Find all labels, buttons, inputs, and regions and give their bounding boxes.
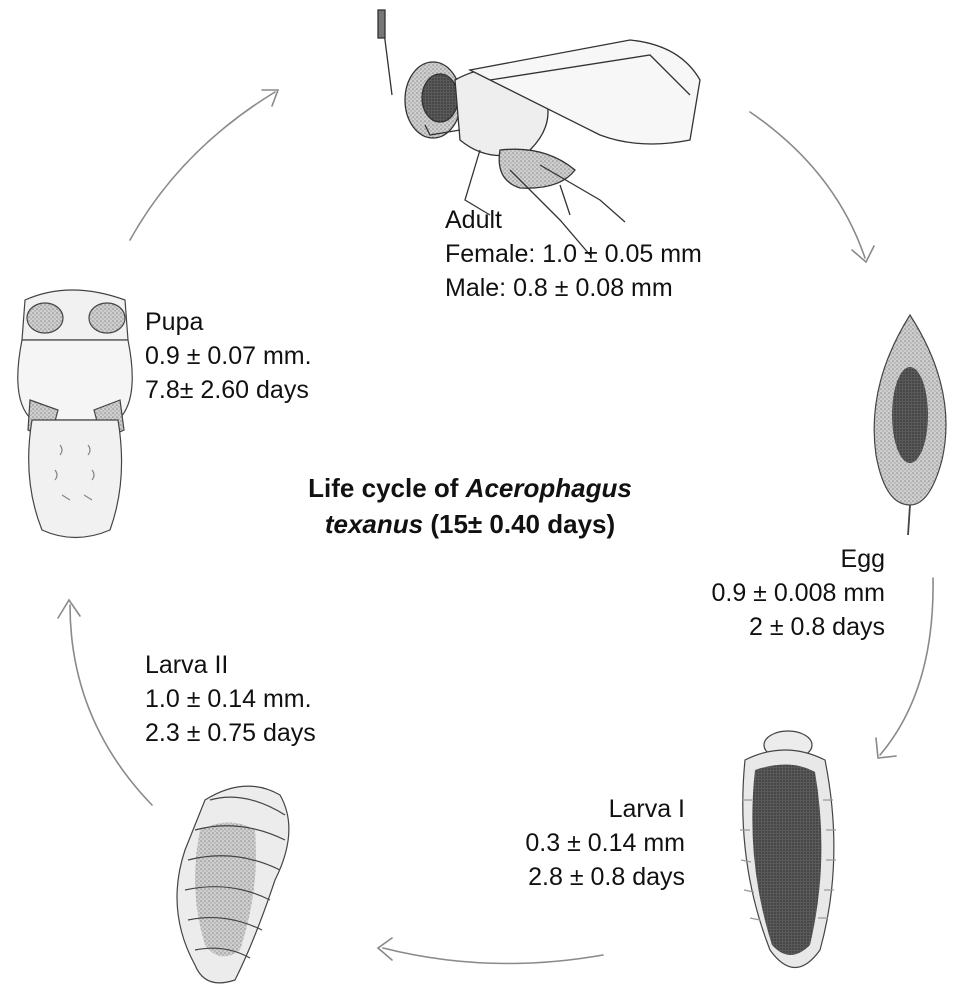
larva2-duration: 2.3 ± 0.75 days bbox=[145, 716, 316, 750]
diagram-title: Life cycle of Acerophagus texanus (15± 0… bbox=[270, 470, 670, 542]
arrow-egg-to-larva1 bbox=[880, 578, 933, 755]
larva1-illustration bbox=[740, 731, 836, 968]
eye bbox=[422, 74, 458, 122]
arrow-pupa-to-adult bbox=[130, 92, 275, 240]
arrowhead-pupa bbox=[58, 600, 80, 618]
arrow-larva1-to-larva2 bbox=[383, 948, 603, 964]
larva2-stage-name: Larva II bbox=[145, 648, 316, 682]
egg-stage-name: Egg bbox=[600, 542, 885, 576]
egg-stalk bbox=[908, 505, 910, 535]
pupa-abdomen bbox=[29, 420, 122, 538]
egg-illustration bbox=[874, 315, 946, 535]
larva2-illustration bbox=[177, 786, 289, 983]
pupa-stage-name: Pupa bbox=[145, 305, 312, 339]
pupa-eye-right bbox=[89, 303, 125, 333]
adult-male-size: Male: 0.8 ± 0.08 mm bbox=[445, 271, 702, 305]
species-epithet: texanus bbox=[325, 509, 423, 539]
pupa-eye-left bbox=[27, 303, 63, 333]
title-line-1: Life cycle of Acerophagus bbox=[270, 470, 670, 506]
arrow-adult-to-egg bbox=[750, 112, 865, 258]
larva1-size: 0.3 ± 0.14 mm bbox=[440, 826, 685, 860]
pupa-label: Pupa 0.9 ± 0.07 mm. 7.8± 2.60 days bbox=[145, 305, 312, 407]
pupa-duration: 7.8± 2.60 days bbox=[145, 373, 312, 407]
larva2-size: 1.0 ± 0.14 mm. bbox=[145, 682, 316, 716]
adult-label: Adult Female: 1.0 ± 0.05 mm Male: 0.8 ± … bbox=[445, 203, 702, 305]
larva1-stage-name: Larva I bbox=[440, 792, 685, 826]
egg-label: Egg 0.9 ± 0.008 mm 2 ± 0.8 days bbox=[600, 542, 885, 644]
species-genus: Acerophagus bbox=[466, 473, 632, 503]
larva1-duration: 2.8 ± 0.8 days bbox=[440, 860, 685, 894]
egg-size: 0.9 ± 0.008 mm bbox=[600, 576, 885, 610]
arrow-larva2-to-pupa bbox=[70, 605, 152, 805]
title-line-2: texanus (15± 0.40 days) bbox=[270, 506, 670, 542]
abdomen bbox=[499, 149, 575, 188]
larva2-label: Larva II 1.0 ± 0.14 mm. 2.3 ± 0.75 days bbox=[145, 648, 316, 750]
adult-female-size: Female: 1.0 ± 0.05 mm bbox=[445, 237, 702, 271]
larva1-label: Larva I 0.3 ± 0.14 mm 2.8 ± 0.8 days bbox=[440, 792, 685, 894]
egg-duration: 2 ± 0.8 days bbox=[600, 610, 885, 644]
pupa-size: 0.9 ± 0.07 mm. bbox=[145, 339, 312, 373]
pupa-illustration bbox=[18, 290, 132, 538]
adult-stage-name: Adult bbox=[445, 203, 702, 237]
egg-inner bbox=[892, 367, 928, 463]
